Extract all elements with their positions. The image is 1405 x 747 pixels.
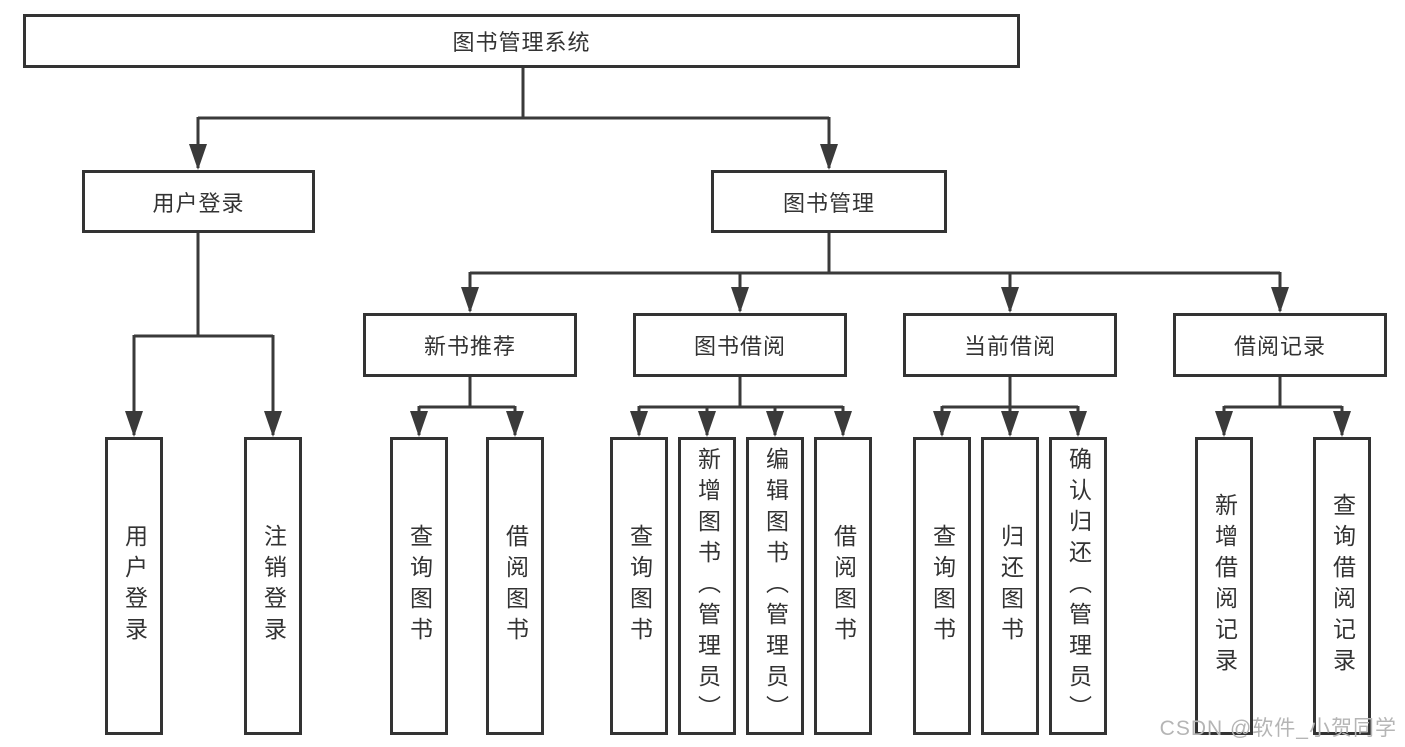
node-label: 用户登录	[152, 190, 245, 216]
node-book-management-module: 图书管理	[711, 170, 947, 233]
leaf-borrow-books: 借阅图书	[814, 437, 872, 735]
leaf-label: 新增图书（管理员）	[694, 446, 721, 726]
leaf-add-borrow-record: 新增借阅记录	[1195, 437, 1253, 735]
leaf-label: 编辑图书（管理员）	[762, 446, 789, 726]
leaf-confirm-return-admin: 确认归还（管理员）	[1049, 437, 1107, 735]
node-new-book-recommend: 新书推荐	[363, 313, 577, 377]
leaf-label: 新增借阅记录	[1211, 493, 1238, 679]
leaf-query-books-borrow: 查询图书	[610, 437, 668, 735]
node-user-login-module: 用户登录	[82, 170, 315, 233]
node-label: 图书借阅	[693, 334, 786, 359]
node-root-label: 图书管理系统	[452, 30, 591, 55]
leaf-label: 查询图书	[929, 524, 956, 648]
leaf-logout: 注销登录	[244, 437, 302, 735]
leaf-label: 借阅图书	[502, 524, 529, 648]
leaf-label: 查询图书	[626, 524, 653, 648]
leaf-label: 用户登录	[121, 524, 148, 648]
leaf-edit-books-admin: 编辑图书（管理员）	[746, 437, 804, 735]
node-root-system: 图书管理系统	[23, 14, 1020, 68]
leaf-return-books: 归还图书	[981, 437, 1039, 735]
leaf-label: 借阅图书	[830, 524, 857, 648]
leaf-label: 归还图书	[997, 524, 1024, 648]
leaf-query-borrow-record: 查询借阅记录	[1313, 437, 1371, 735]
leaf-label: 确认归还（管理员）	[1065, 446, 1092, 726]
leaf-query-books-recommend: 查询图书	[390, 437, 448, 735]
node-label: 借阅记录	[1233, 334, 1326, 359]
node-label: 图书管理	[782, 190, 875, 216]
node-label: 新书推荐	[423, 334, 516, 359]
node-current-borrow: 当前借阅	[903, 313, 1117, 377]
leaf-add-books-admin: 新增图书（管理员）	[678, 437, 736, 735]
leaf-query-books-current: 查询图书	[913, 437, 971, 735]
node-book-borrow: 图书借阅	[633, 313, 847, 377]
leaf-label: 查询图书	[406, 524, 433, 648]
leaf-label: 注销登录	[260, 524, 287, 648]
node-label: 当前借阅	[963, 334, 1056, 359]
leaf-user-login: 用户登录	[105, 437, 163, 735]
csdn-watermark: CSDN @软件_小贺同学	[1159, 717, 1397, 740]
leaf-label: 查询借阅记录	[1329, 493, 1356, 679]
node-borrow-records: 借阅记录	[1173, 313, 1387, 377]
arrowheads	[125, 144, 1351, 437]
leaf-borrow-books-recommend: 借阅图书	[486, 437, 544, 735]
